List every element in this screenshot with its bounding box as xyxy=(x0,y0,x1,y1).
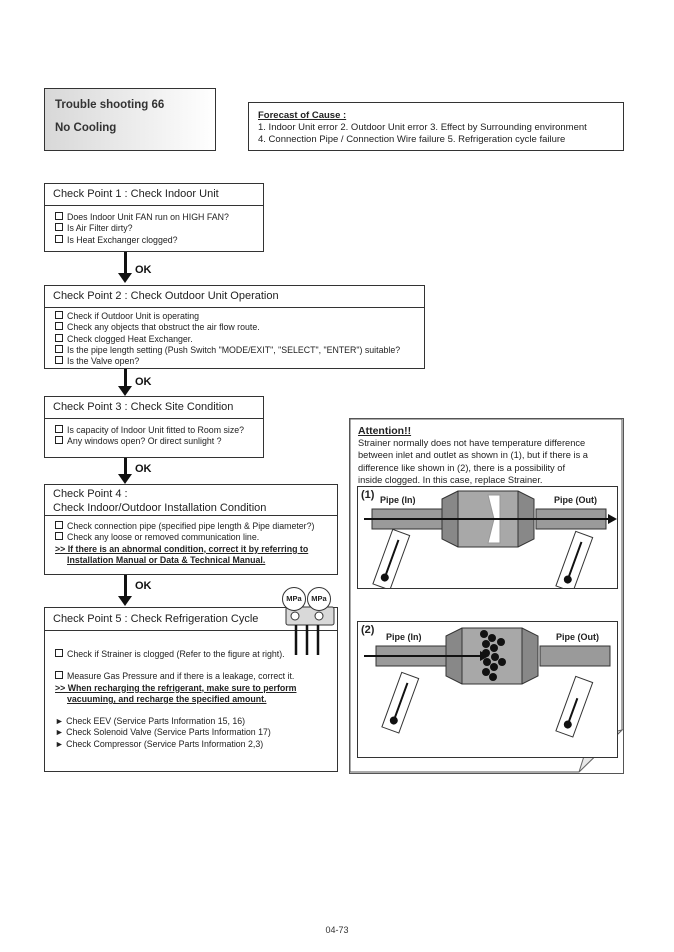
arrow-down-icon xyxy=(118,273,132,283)
ok-label: OK xyxy=(135,463,152,475)
cp4-note-line-1: >> If there is an abnormal condition, co… xyxy=(55,543,309,554)
check-point-1: Check Point 1 : Check Indoor Unit Does I… xyxy=(44,183,264,252)
cp5-check-eev: ► Check EEV (Service Parts Information 1… xyxy=(55,716,246,727)
checkbox-icon xyxy=(55,344,63,353)
gauge-label-left: MPa xyxy=(282,587,306,611)
check-point-4-title: Check Point 4 : Check Indoor/Outdoor Ins… xyxy=(45,485,337,516)
checkbox-icon xyxy=(55,671,63,680)
attention-line-2: between inlet and outlet as shown in (1)… xyxy=(358,450,588,461)
cp4-item-2: Check any loose or removed communication… xyxy=(55,532,337,543)
checkbox-icon xyxy=(55,322,63,331)
checkbox-icon xyxy=(55,223,63,232)
cp2-item-5: Is the Valve open? xyxy=(55,356,424,367)
cp1-item-3: Is Heat Exchanger clogged? xyxy=(55,234,263,246)
ok-label: OK xyxy=(135,580,152,592)
check-point-4: Check Point 4 : Check Indoor/Outdoor Ins… xyxy=(44,484,338,575)
ok-label: OK xyxy=(135,376,152,388)
cp1-item-1: Does Indoor Unit FAN run on HIGH FAN? xyxy=(55,212,263,223)
cp5-note-line-1: >> When recharging the refrigerant, make… xyxy=(55,682,297,693)
checkbox-icon xyxy=(55,521,63,529)
check-point-5-title: Check Point 5 : Check Refrigeration Cycl… xyxy=(45,608,337,631)
figure-2-number: (2) xyxy=(361,624,375,636)
check-point-5: Check Point 5 : Check Refrigeration Cycl… xyxy=(44,607,338,772)
cp3-item-2: Any windows open? Or direct sunlight ? xyxy=(55,436,263,447)
check-point-4-title-line-2: Check Indoor/Outdoor Installation Condit… xyxy=(53,502,267,514)
page-number: 04-73 xyxy=(325,925,349,935)
forecast-box: Forecast of Cause : 1. Indoor Unit error… xyxy=(248,102,624,151)
checkbox-icon xyxy=(55,425,63,433)
figure-1-number: (1) xyxy=(361,489,375,501)
checkbox-icon xyxy=(55,212,63,220)
flow-arrow xyxy=(124,369,127,387)
figure-1-pipe-in-label: Pipe (In) xyxy=(380,495,416,505)
trouble-shooting-title: Trouble shooting 66 xyxy=(55,99,165,111)
title-box: Trouble shooting 66 No Cooling xyxy=(44,88,216,151)
attention-heading: Attention!! xyxy=(358,425,412,437)
ok-label: OK xyxy=(135,264,152,276)
attention-line-3: difference like shown in (2), there is a… xyxy=(358,462,566,473)
check-point-2: Check Point 2 : Check Outdoor Unit Opera… xyxy=(44,285,425,369)
cp5-check-solenoid: ► Check Solenoid Valve (Service Parts In… xyxy=(55,727,271,738)
figure-2-pipe-out-label: Pipe (Out) xyxy=(556,632,599,642)
cp5-item-1: Check if Strainer is clogged (Refer to t… xyxy=(55,649,337,660)
figure-2-pipe-in-label: Pipe (In) xyxy=(386,632,422,642)
figure-1-pipe-out-label: Pipe (Out) xyxy=(554,495,597,505)
checkbox-icon xyxy=(55,356,63,365)
forecast-line-1: 1. Indoor Unit error 2. Outdoor Unit err… xyxy=(258,122,587,133)
cp5-item-2: Measure Gas Pressure and if there is a l… xyxy=(55,671,337,682)
cp1-item-2: Is Air Filter dirty? xyxy=(55,223,263,234)
checkbox-icon xyxy=(55,311,63,319)
check-point-3-title: Check Point 3 : Check Site Condition xyxy=(45,397,263,419)
cp2-item-2: Check any objects that obstruct the air … xyxy=(55,322,424,333)
attention-line-4: inside clogged. In this case, replace St… xyxy=(358,474,543,485)
checkbox-icon xyxy=(55,333,63,342)
flow-arrow xyxy=(124,252,127,274)
arrow-down-icon xyxy=(118,596,132,606)
flow-arrow xyxy=(124,575,127,597)
arrow-down-icon xyxy=(118,386,132,396)
cp2-item-4: Is the pipe length setting (Push Switch … xyxy=(55,344,424,356)
forecast-line-2: 4. Connection Pipe / Connection Wire fai… xyxy=(258,134,566,145)
cp2-item-3: Check clogged Heat Exchanger. xyxy=(55,333,424,345)
checkbox-icon xyxy=(55,234,63,243)
forecast-heading: Forecast of Cause : xyxy=(258,110,347,121)
cp2-item-1: Check if Outdoor Unit is operating xyxy=(55,311,424,322)
strainer-figure-1: (1) Pipe (In) Pipe (Out) xyxy=(357,486,618,589)
check-point-3: Check Point 3 : Check Site Condition Is … xyxy=(44,396,264,458)
flow-arrow xyxy=(124,458,127,475)
check-point-4-title-line-1: Check Point 4 : xyxy=(53,488,128,500)
gauge-label-right: MPa xyxy=(307,587,331,611)
check-point-2-title: Check Point 2 : Check Outdoor Unit Opera… xyxy=(45,286,424,308)
cp5-note-line-2: vacuuming, and recharge the specified am… xyxy=(67,693,267,704)
checkbox-icon xyxy=(55,532,63,541)
strainer-figure-2: (2) Pipe (In) Pipe (Out) xyxy=(357,621,618,758)
cp5-check-compressor: ► Check Compressor (Service Parts Inform… xyxy=(55,738,264,749)
symptom-title: No Cooling xyxy=(55,122,117,134)
checkbox-icon xyxy=(55,649,63,657)
cp4-note-line-2: Installation Manual or Data & Technical … xyxy=(67,554,266,565)
cp4-item-1: Check connection pipe (specified pipe le… xyxy=(55,521,337,532)
cp3-item-1: Is capacity of Indoor Unit fitted to Roo… xyxy=(55,425,263,436)
attention-line-1: Strainer normally does not have temperat… xyxy=(358,438,586,449)
checkbox-icon xyxy=(55,436,63,445)
attention-panel: Attention!! Strainer normally does not h… xyxy=(349,418,624,774)
arrow-down-icon xyxy=(118,474,132,484)
check-point-1-title: Check Point 1 : Check Indoor Unit xyxy=(45,184,263,206)
